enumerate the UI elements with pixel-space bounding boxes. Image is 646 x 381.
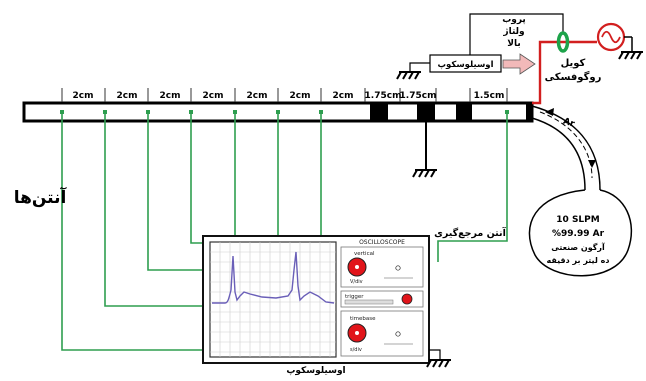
argon-feed: Ar 10 SLPM %99.99 Ar آرگون صنعتی ده لیتر… — [528, 105, 633, 277]
ground-electrode-1 — [370, 103, 388, 121]
gas-flow-label: Ar — [562, 117, 576, 130]
segment-label: 2cm — [203, 91, 224, 101]
ground-electrode-3 — [456, 103, 472, 121]
flow-arrow-icon — [545, 108, 554, 116]
oscilloscope-label: اوسیلوسکوپ — [286, 366, 345, 376]
gas-flow-rate: 10 SLPM — [556, 215, 599, 225]
rf-circuit: اوسیلوسکوپ پروب ولتاژ بالا کویل روگوفسکی — [396, 13, 643, 105]
gas-purity: %99.99 Ar — [552, 229, 605, 239]
segment-ticks — [61, 88, 508, 102]
ground-electrode-2 — [417, 103, 435, 121]
antenna-wire-4 — [190, 112, 205, 244]
oscilloscope-ground-symbol — [426, 359, 451, 368]
vertical-label: vertical — [354, 251, 375, 257]
oscilloscope-top-label: اوسیلوسکوپ — [438, 60, 494, 70]
segment-label: 2cm — [290, 91, 311, 101]
antenna-wire-3 — [147, 112, 205, 271]
rogowski-label-line1: کویل — [561, 58, 586, 69]
segment-label: 2cm — [73, 91, 94, 101]
antenna-wire-2 — [104, 112, 205, 307]
hv-probe-label-line1: پروب — [502, 15, 526, 25]
sine-icon — [601, 30, 621, 44]
rogowski-label-line2: روگوفسکی — [545, 70, 602, 83]
timebase-knob-center — [355, 331, 359, 335]
segment-label: 2cm — [333, 91, 354, 101]
signal-arrow — [502, 53, 536, 75]
segment-label: 2cm — [160, 91, 181, 101]
reference-antenna-label: آنتن مرجع‌گیری — [434, 226, 506, 239]
gas-rate-text: ده لیتر بر دقیقه — [547, 256, 610, 265]
segment-label: 1.75cm — [400, 91, 437, 101]
vertical-knob-center — [355, 265, 359, 269]
hv-probe-label-line2: ولتاژ — [502, 27, 524, 37]
segment-label: 2cm — [117, 91, 138, 101]
gas-cylinder-bubble — [528, 189, 633, 277]
oscilloscope: OSCILLOSCOPE vertical V/div trigger time… — [202, 235, 451, 376]
reference-antenna-wire — [437, 112, 508, 262]
source-ground-symbol — [618, 51, 643, 60]
segment-labels: 2cm 2cm 2cm 2cm 2cm 2cm 2cm 1.75cm 1.75c… — [73, 91, 505, 101]
antennas-label: آنتن‌ها — [14, 186, 68, 208]
segment-label: 1.5cm — [474, 91, 505, 101]
timebase-input-jack[interactable] — [395, 331, 401, 337]
segment-label: 1.75cm — [365, 91, 402, 101]
flow-arrow-icon — [588, 160, 596, 168]
antenna-wires — [61, 112, 508, 351]
antenna-contacts — [60, 110, 509, 114]
gas-type: آرگون صنعتی — [551, 242, 605, 252]
osc-top-ground-symbol — [396, 71, 421, 80]
trigger-slider[interactable] — [344, 299, 394, 305]
trigger-knob[interactable] — [401, 293, 413, 305]
tube-ground-symbol — [412, 121, 437, 178]
trigger-label: trigger — [345, 294, 364, 300]
powered-electrode — [526, 103, 532, 121]
timebase-unit-label: s/div — [350, 347, 362, 353]
vertical-unit-label: V/div — [350, 279, 363, 285]
antenna-wire-1 — [61, 112, 205, 351]
hv-probe-label-line3: بالا — [507, 39, 520, 49]
screen-grid — [210, 242, 336, 357]
rogowski-coil — [556, 31, 570, 53]
oscilloscope-screen — [209, 241, 337, 358]
timebase-label: timebase — [350, 316, 376, 322]
vertical-input-jack[interactable] — [395, 265, 401, 271]
oscilloscope-title: OSCILLOSCOPE — [359, 239, 405, 246]
segment-label: 2cm — [247, 91, 268, 101]
waveform-trace — [212, 251, 335, 304]
